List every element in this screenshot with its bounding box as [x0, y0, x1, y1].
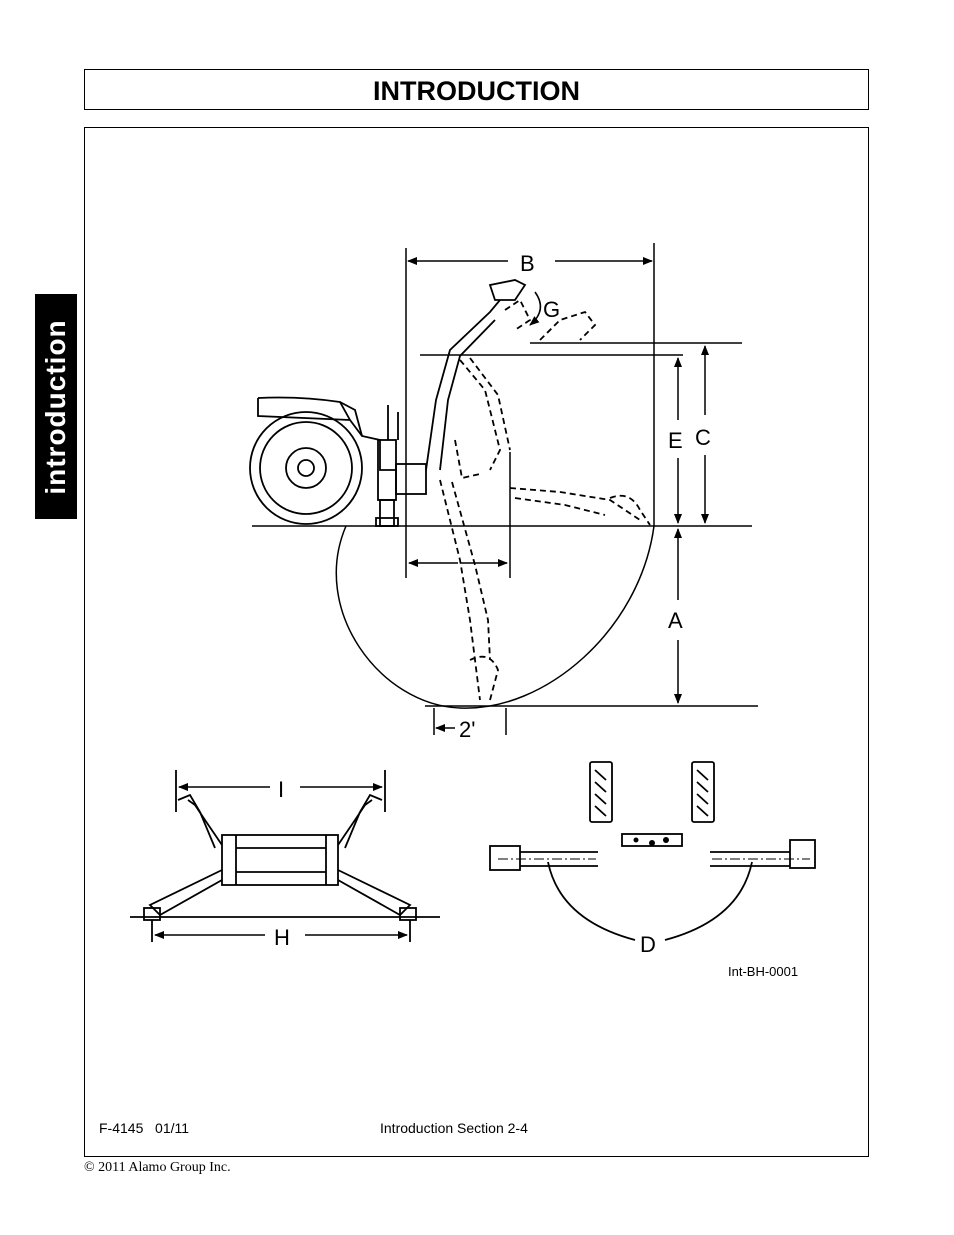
doc-number: F-4145 01/11	[99, 1120, 190, 1136]
side-tab: introduction	[35, 294, 77, 519]
figure-id: Int-BH-0001	[728, 964, 798, 979]
label-c: C	[695, 425, 711, 450]
label-d: D	[640, 932, 656, 957]
swing-frame	[130, 770, 440, 942]
page-title: INTRODUCTION	[373, 76, 580, 106]
copyright: © 2011 Alamo Group Inc.	[84, 1160, 231, 1175]
label-a: A	[668, 608, 683, 633]
header-box: INTRODUCTION	[84, 69, 869, 110]
label-h: H	[274, 925, 290, 950]
dig-depth-arc	[335, 525, 655, 709]
reference-lines	[252, 243, 758, 707]
label-two-ft: 2'	[459, 717, 475, 742]
label-g: G	[543, 297, 560, 322]
tractor	[249, 396, 427, 527]
label-b: B	[520, 251, 535, 276]
swing-dimension-arrows	[154, 783, 408, 939]
boom-dashed-positions	[439, 298, 651, 701]
boom-raised	[425, 279, 527, 471]
section-label: Introduction Section 2-4	[380, 1120, 528, 1136]
label-i: I	[278, 777, 284, 802]
label-e: E	[668, 428, 683, 453]
swing-top-view	[489, 761, 816, 941]
dimension-arrows	[407, 257, 709, 735]
content-frame	[84, 127, 869, 1157]
